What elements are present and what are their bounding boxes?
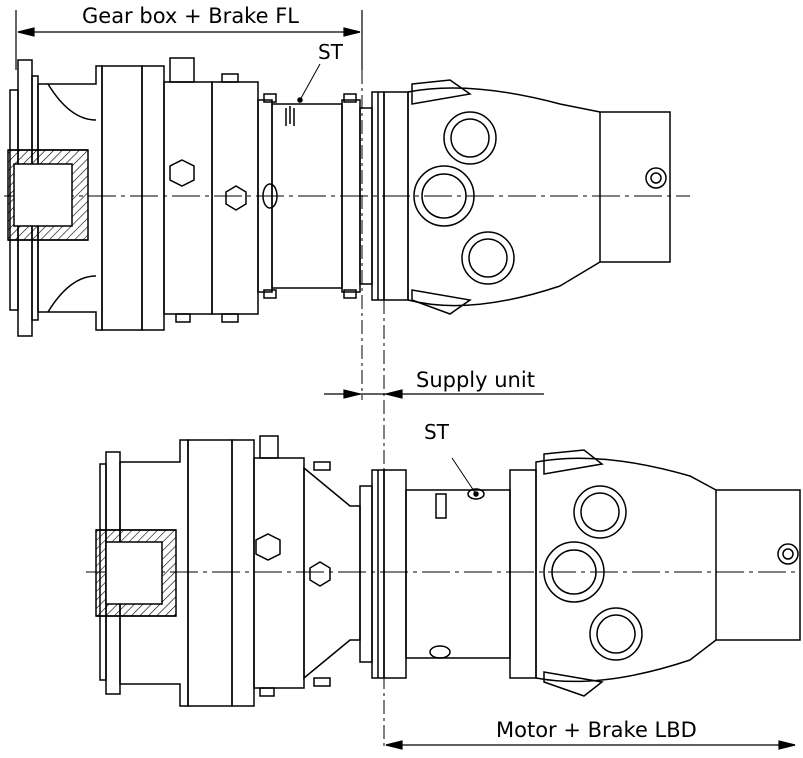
st-top-leader xyxy=(299,63,321,101)
label-gearbox-brake: Gear box + Brake FL xyxy=(82,4,299,28)
top-assembly xyxy=(4,10,690,750)
dimension-gearbox-brake xyxy=(15,10,363,70)
bottom-motor xyxy=(535,449,801,697)
bottom-assembly xyxy=(86,435,801,707)
label-supply-unit: Supply unit xyxy=(416,368,535,392)
label-motor-brake: Motor + Brake LBD xyxy=(496,718,697,742)
bottom-supply-brake xyxy=(359,469,537,679)
top-supply-unit xyxy=(359,91,409,301)
top-motor xyxy=(407,79,671,315)
label-st-bottom: ST xyxy=(424,420,449,444)
top-shaft-section xyxy=(7,149,89,241)
bottom-shaft-section xyxy=(95,529,177,617)
dimension-supply-unit xyxy=(324,389,544,399)
dimension-motor-brake xyxy=(385,740,796,750)
label-st-top: ST xyxy=(318,40,343,64)
top-gearbox xyxy=(9,57,259,337)
st-bottom-leader xyxy=(451,457,477,495)
